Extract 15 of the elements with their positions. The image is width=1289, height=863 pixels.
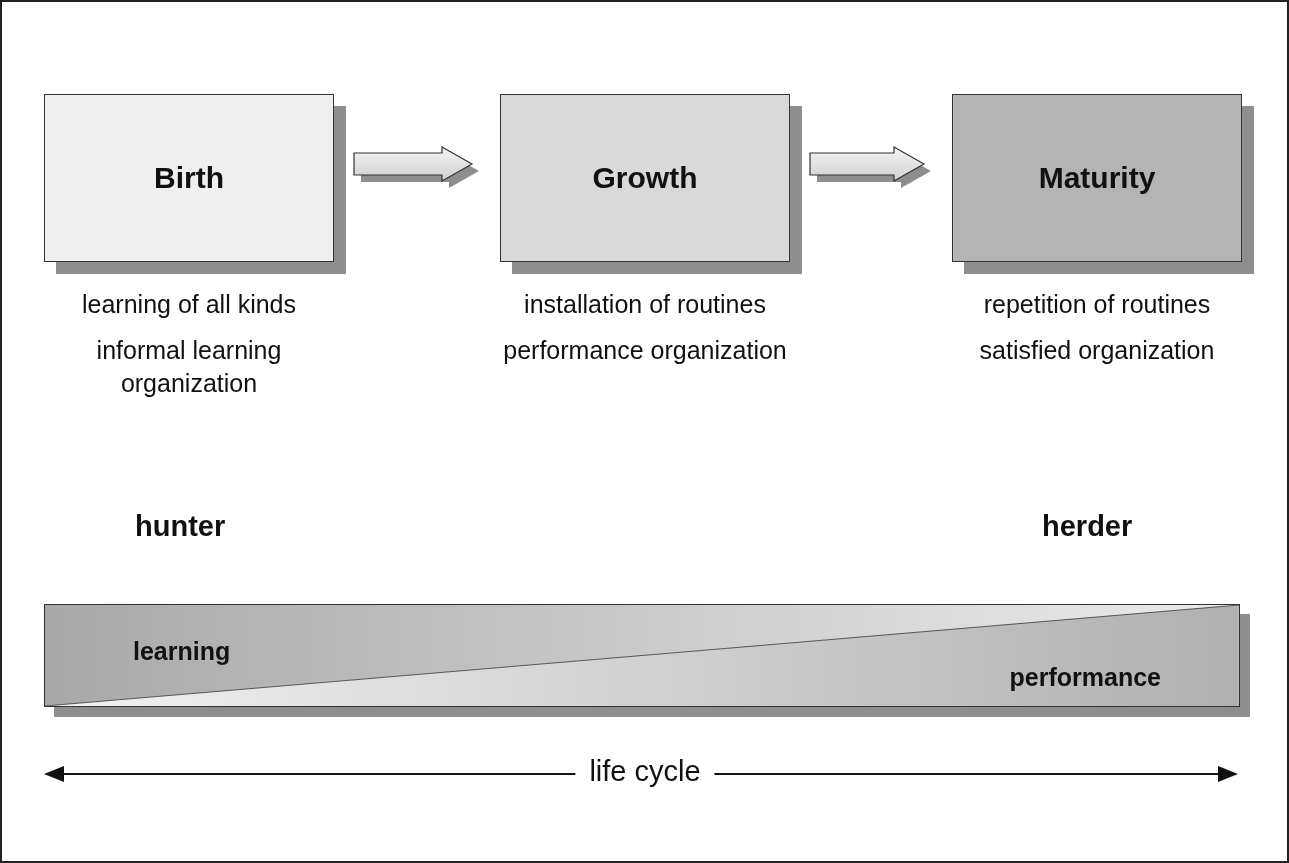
bar-label: performance	[1009, 663, 1161, 692]
role-label: herder	[1042, 510, 1133, 543]
stage-title: Birth	[154, 161, 224, 195]
bar-label: learning	[133, 637, 231, 666]
stage-description: informal learning organization	[95, 335, 283, 399]
stage-description: satisfied organization	[978, 335, 1216, 366]
block-arrow	[809, 145, 931, 188]
stage-description: performance organization	[502, 335, 788, 366]
role-label: hunter	[135, 510, 226, 543]
stage-title: Growth	[592, 161, 698, 195]
stage-title: Maturity	[1038, 161, 1156, 195]
block-arrow	[353, 145, 479, 188]
stage-description: repetition of routines	[982, 289, 1212, 320]
stage-description: installation of routines	[523, 289, 767, 320]
stage-description: learning of all kinds	[81, 289, 297, 320]
